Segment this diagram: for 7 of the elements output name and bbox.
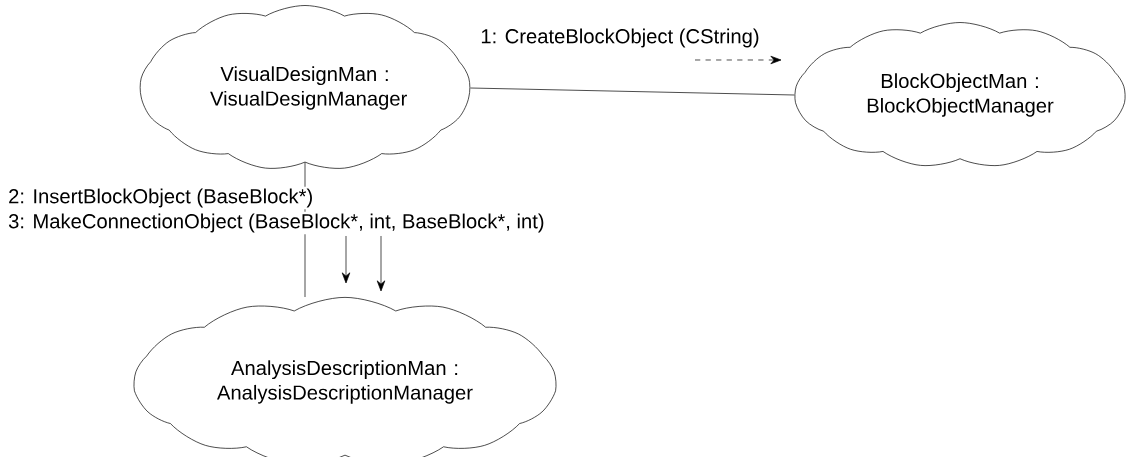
cloud-node: BlockObjectMan : BlockObjectManager	[794, 22, 1126, 166]
cloud-node: AnalysisDescriptionMan : AnalysisDescriptionManager	[133, 297, 557, 457]
message-label: 2: InsertBlockObject (BaseBlock*)	[6, 186, 315, 210]
cloud-node: VisualDesignMan : VisualDesignManager	[139, 5, 471, 169]
link-line	[470, 87, 795, 96]
message-label: 1: CreateBlockObject (CString)	[481, 28, 759, 48]
message-label: 3: MakeConnectionObject (BaseBlock*, int, BaseBlock*, int)	[6, 211, 547, 235]
